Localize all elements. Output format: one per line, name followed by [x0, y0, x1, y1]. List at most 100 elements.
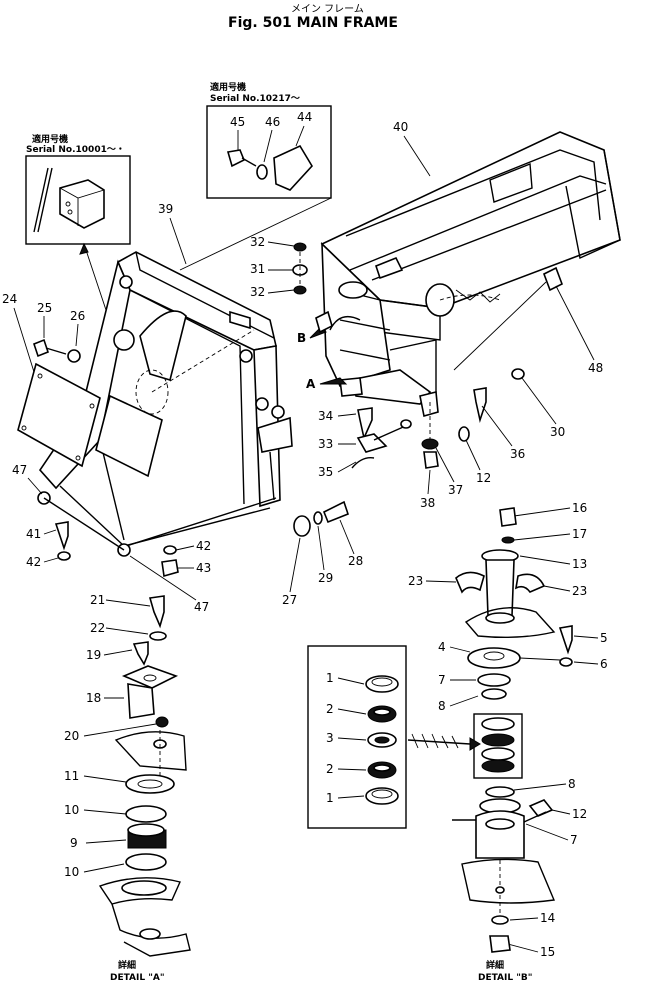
nut-15	[489, 935, 511, 953]
callout-10-upper: 10	[64, 803, 79, 817]
bracket-part	[59, 179, 105, 229]
breakdown-arrow	[407, 739, 471, 745]
shim-23-left	[455, 571, 485, 594]
callout-7-upper: 7	[438, 673, 446, 687]
seal-7-upper	[477, 673, 511, 687]
callout-5: 5	[600, 631, 608, 645]
callout-31: 31	[250, 262, 265, 276]
washer-17	[501, 536, 515, 544]
callout-16: 16	[572, 501, 587, 515]
callout-29: 29	[318, 571, 333, 585]
bracket-18-top	[121, 665, 179, 689]
serial-top-number: Serial No.10217～	[210, 94, 300, 104]
frame-gusset	[139, 310, 187, 382]
spring-pin-35	[351, 457, 375, 469]
callout-46: 46	[265, 115, 280, 129]
callout-8-upper: 8	[438, 699, 446, 713]
detail-b-bottom-plate	[461, 858, 555, 904]
callout-43: 43	[196, 561, 211, 575]
callout-8-lower: 8	[568, 777, 576, 791]
plate-edge	[33, 167, 49, 233]
callout-6: 6	[600, 657, 608, 671]
callout-36: 36	[510, 447, 525, 461]
oring-8-upper	[481, 688, 507, 700]
flange-4	[467, 647, 521, 669]
serial-left-japanese: 適用号機	[32, 133, 68, 145]
bracket-18	[127, 683, 155, 719]
washer-26	[67, 349, 81, 363]
callout-17: 17	[572, 527, 587, 541]
bolt-25	[33, 338, 49, 358]
callout-39: 39	[158, 202, 173, 216]
callout-19: 19	[86, 648, 101, 662]
callout-28: 28	[348, 554, 363, 568]
oring-8-lower	[485, 786, 515, 798]
detail-b-base	[464, 607, 556, 639]
serial-left-number: Serial No.10001～・	[26, 145, 125, 155]
grommet	[113, 329, 135, 351]
pin-34	[357, 407, 373, 441]
cover-24	[17, 362, 101, 468]
detail-b-assembly: 16 17 13 23 23 5 6 4 7 8	[408, 501, 608, 713]
nut-32-lower	[293, 285, 307, 295]
shim-23-right	[514, 573, 546, 593]
bracket-36	[419, 390, 439, 418]
callout-35: 35	[318, 465, 333, 479]
title-japanese: メイン フレーム	[291, 3, 364, 15]
detail-a-label: DETAIL "A"	[110, 973, 165, 983]
callout-12-lower: 12	[572, 807, 587, 821]
bearing-breakdown-box: 1 2 3 2 1	[307, 645, 407, 829]
bolt-16	[499, 507, 517, 527]
seal-37	[421, 438, 439, 450]
callout-47-right: 47	[194, 600, 209, 614]
callout-33: 33	[318, 437, 333, 451]
callout-1-lower: 1	[326, 791, 334, 805]
lever-33	[356, 433, 388, 453]
cover-window	[95, 394, 163, 478]
serial-top-japanese: 適用号機	[210, 81, 246, 93]
bolt-28	[322, 500, 349, 524]
detail-a-assembly: 21 22 19 18 20 11 10 9 10	[64, 593, 191, 983]
plate-44	[273, 144, 313, 191]
callout-23-left: 23	[408, 574, 423, 588]
callout-47-left: 47	[12, 463, 27, 477]
detail-a-bottom-plate	[111, 903, 191, 957]
callout-44: 44	[297, 110, 312, 124]
serial-inset-top: 適用号機 Serial No.10217～ 45 46 44	[179, 81, 332, 271]
callout-32-upper: 32	[250, 235, 265, 249]
main-frame-40: 40	[320, 120, 621, 405]
detail-a-hub	[98, 877, 181, 905]
arrow-letter-b: B	[297, 331, 306, 345]
callout-14: 14	[540, 911, 555, 925]
detail-b-label: DETAIL "B"	[478, 973, 532, 983]
bolt-45	[226, 149, 246, 168]
callout-7-lower: 7	[570, 833, 578, 847]
bushing-38	[423, 451, 439, 469]
callout-23-right: 23	[572, 584, 587, 598]
callout-40: 40	[393, 120, 408, 134]
callout-38: 38	[420, 496, 435, 510]
washer-6	[559, 657, 573, 667]
plug-30	[511, 368, 525, 380]
callout-9: 9	[70, 836, 78, 850]
washer-29	[313, 511, 323, 525]
callout-30: 30	[550, 425, 565, 439]
callout-10-lower: 10	[64, 865, 79, 879]
callout-42-left: 42	[26, 555, 41, 569]
nut-32-upper	[293, 242, 307, 252]
callout-32-lower: 32	[250, 285, 265, 299]
callout-48: 48	[588, 361, 603, 375]
callout-26: 26	[70, 309, 85, 323]
seal-10-lower	[125, 853, 167, 871]
washer-46	[256, 164, 268, 180]
housing-b	[475, 810, 525, 859]
washer-11	[125, 774, 175, 794]
callout-25: 25	[37, 301, 52, 315]
cap-27	[293, 515, 311, 537]
washer-42-right	[163, 545, 177, 555]
callout-45: 45	[230, 115, 245, 129]
callout-13: 13	[572, 557, 587, 571]
detail-a-plate	[114, 731, 187, 771]
